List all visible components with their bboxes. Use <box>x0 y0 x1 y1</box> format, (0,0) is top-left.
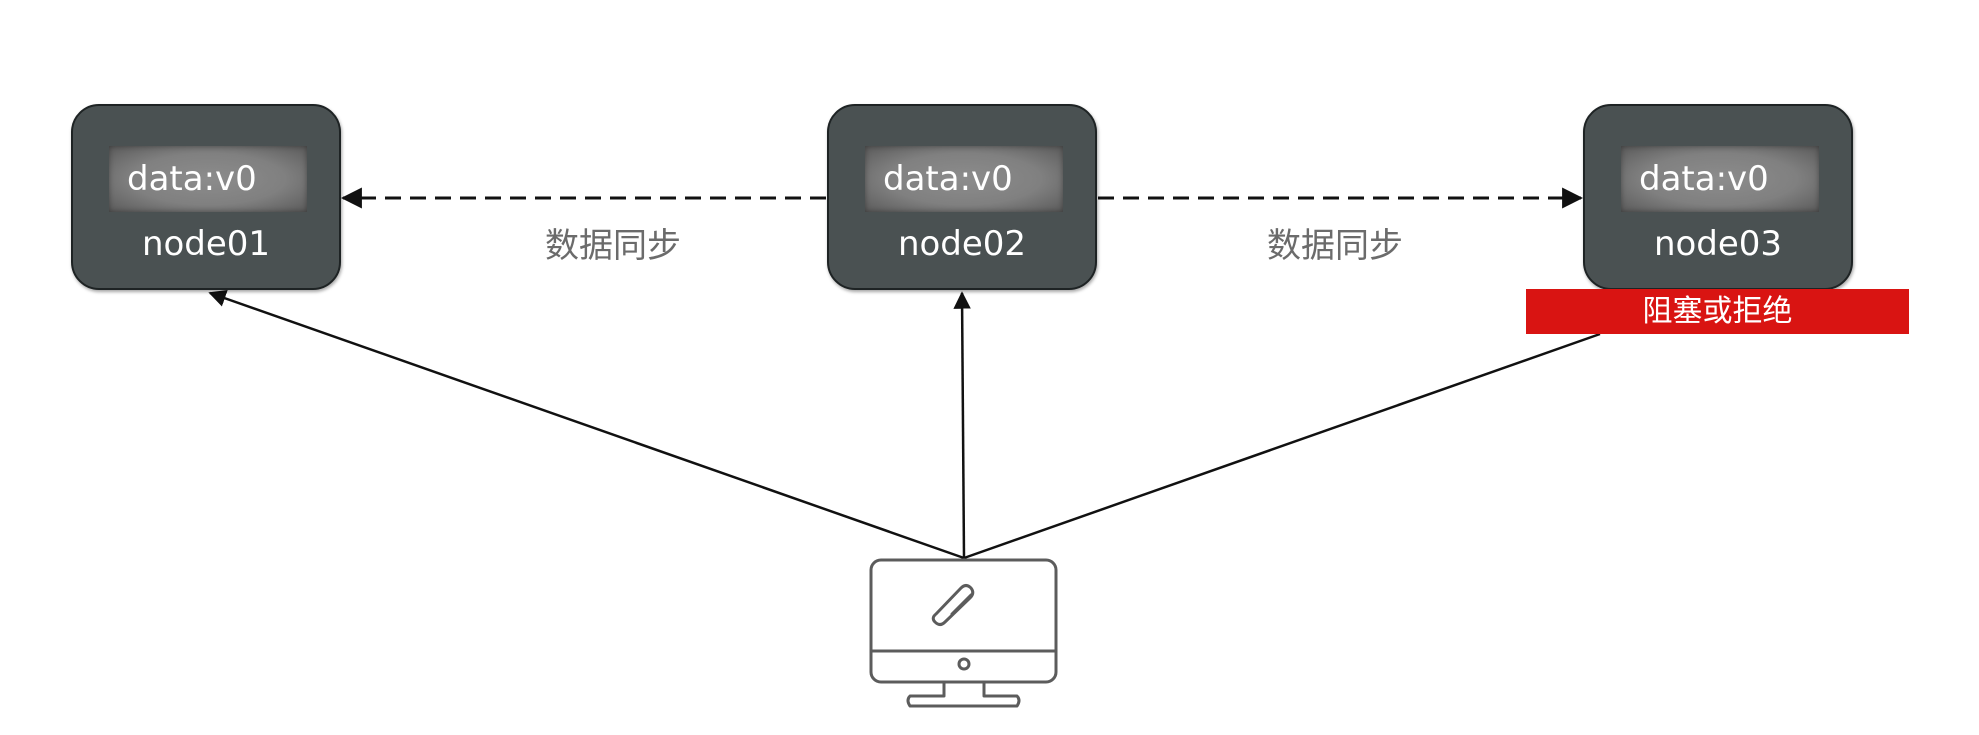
computer-monitor-icon <box>869 558 1058 708</box>
blocked-or-rejected-badge: 阻塞或拒绝 <box>1526 289 1909 334</box>
node-name-label: node03 <box>1653 224 1783 264</box>
node-name-label: node01 <box>141 224 271 264</box>
request-line-client-to-node03 <box>963 332 1601 560</box>
data-version-label: data:v0 <box>1639 159 1769 199</box>
node-card-node02: data:v0 node02 <box>827 104 1097 290</box>
node-card-node01: data:v0 node01 <box>71 104 341 290</box>
sync-label-left: 数据同步 <box>545 226 681 266</box>
data-version-box: data:v0 <box>109 146 307 212</box>
sync-label-right: 数据同步 <box>1267 226 1403 266</box>
data-version-label: data:v0 <box>127 159 257 199</box>
node-card-node03: data:v0 node03 <box>1583 104 1853 290</box>
blocked-or-rejected-label: 阻塞或拒绝 <box>1642 294 1793 329</box>
request-arrow-client-to-node02 <box>953 291 971 559</box>
request-arrow-client-to-node01 <box>208 289 965 560</box>
data-version-box: data:v0 <box>865 146 1063 212</box>
node-name-label: node02 <box>897 224 1027 264</box>
data-version-label: data:v0 <box>883 159 1013 199</box>
data-version-box: data:v0 <box>1621 146 1819 212</box>
